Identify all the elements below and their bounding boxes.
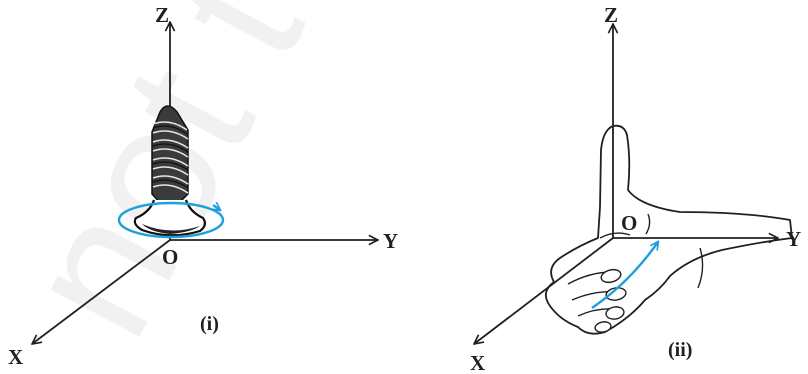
origin-label: O — [162, 245, 178, 269]
hand-outline — [544, 124, 793, 335]
y-axis-label: Y — [383, 229, 398, 253]
z-axis-label: Z — [604, 3, 618, 27]
screw-illustration — [117, 105, 225, 239]
x-axis-label: X — [470, 351, 485, 374]
curl-arrow-icon — [591, 242, 658, 309]
rotation-ellipse — [117, 201, 225, 239]
panel-hand: Z Y X O (ii) — [470, 3, 801, 374]
right-hand-illustration — [544, 124, 793, 335]
panel-caption: (i) — [200, 313, 219, 335]
screw-head-shadow — [142, 224, 200, 234]
x-axis-line — [32, 239, 171, 344]
screw-threads — [152, 121, 189, 194]
rotation-arrow-icon — [213, 205, 220, 210]
fingernails — [594, 268, 627, 333]
panel-caption: (ii) — [668, 339, 692, 361]
x-axis-label: X — [8, 345, 23, 369]
panel-screw: Z Y X O (i) — [8, 3, 398, 369]
z-axis-label: Z — [155, 3, 169, 27]
watermark-text: not to — [0, 0, 393, 367]
y-axis-label: Y — [786, 227, 801, 251]
screw-thread-shadows — [152, 125, 189, 189]
x-axis-line — [474, 237, 614, 344]
screw-head — [133, 199, 207, 237]
origin-label: O — [621, 211, 637, 235]
axes-panel-2 — [474, 24, 778, 344]
